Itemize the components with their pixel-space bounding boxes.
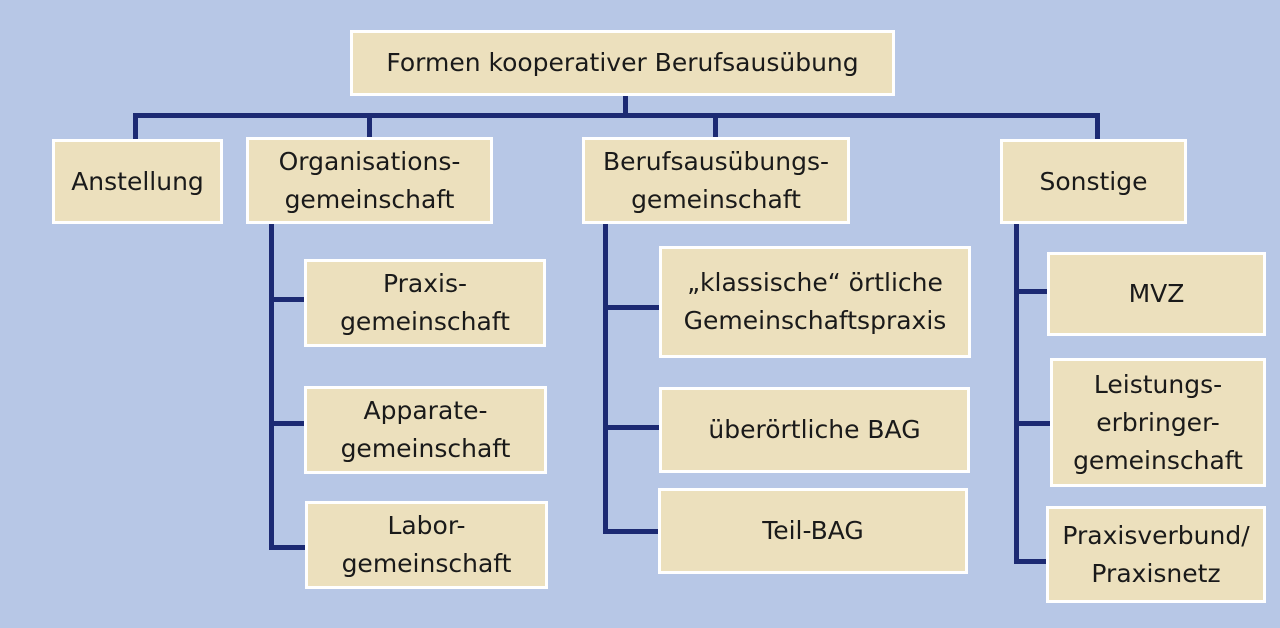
leaf-label-praxisverbund: Praxisverbund/ Praxisnetz	[1062, 520, 1250, 588]
leaf-label-laborgemeinschaft: Labor- gemeinschaft	[341, 511, 512, 578]
connector-drop-sonstige	[1095, 113, 1100, 141]
connector-root-stem	[623, 92, 628, 116]
connector-spine-organisation	[269, 222, 274, 550]
leaf-box-apparategemeinschaft: Apparate- gemeinschaft	[304, 386, 547, 474]
root-box: Formen kooperativer Berufsausübung	[350, 30, 895, 96]
connector-branch-apparategemeinschaft	[269, 421, 308, 426]
connector-drop-berufsausuebung	[713, 113, 718, 140]
leaf-label-teil-bag: Teil-BAG	[762, 516, 864, 545]
connector-top-bar	[133, 113, 1100, 118]
connector-drop-anstellung	[133, 113, 138, 141]
root-label: Formen kooperativer Berufsausübung	[386, 48, 859, 77]
connector-branch-mvz	[1014, 289, 1051, 294]
connector-spine-berufsausuebung	[603, 222, 608, 534]
connector-spine-sonstige	[1014, 222, 1019, 564]
leaf-box-leistungserbringergemeinschaft: Leistungs- erbringer- gemeinschaft	[1050, 358, 1266, 487]
category-box-anstellung: Anstellung	[52, 139, 223, 224]
category-box-organisationsgemeinschaft: Organisations- gemeinschaft	[246, 137, 493, 224]
leaf-label-mvz: MVZ	[1128, 279, 1185, 308]
connector-branch-laborgemeinschaft	[269, 545, 309, 550]
category-label-organisationsgemeinschaft: Organisations- gemeinschaft	[278, 146, 461, 214]
category-box-berufsausuebungsgemeinschaft: Berufsausübungs- gemeinschaft	[582, 137, 850, 224]
leaf-label-apparategemeinschaft: Apparate- gemeinschaft	[340, 396, 511, 463]
connector-branch-teil-bag	[603, 529, 662, 534]
connector-branch-leistungserbringer	[1014, 421, 1054, 426]
leaf-box-praxisgemeinschaft: Praxis- gemeinschaft	[304, 259, 546, 347]
connector-branch-praxisgemeinschaft	[269, 297, 308, 302]
connector-branch-gemeinschaftspraxis	[603, 305, 662, 310]
leaf-label-praxisgemeinschaft: Praxis- gemeinschaft	[340, 269, 510, 336]
category-label-berufsausuebungsgemeinschaft: Berufsausübungs- gemeinschaft	[603, 146, 829, 214]
connector-branch-ueberoertliche-bag	[603, 425, 662, 430]
leaf-box-ueberoertliche-bag: überörtliche BAG	[659, 387, 970, 473]
leaf-box-gemeinschaftspraxis: „klassische“ örtliche Gemeinschaftspraxi…	[659, 246, 971, 358]
category-label-anstellung: Anstellung	[71, 166, 204, 196]
leaf-box-teil-bag: Teil-BAG	[658, 488, 968, 574]
category-label-sonstige: Sonstige	[1039, 166, 1148, 196]
category-box-sonstige: Sonstige	[1000, 139, 1187, 224]
leaf-label-leistungserbringergemeinschaft: Leistungs- erbringer- gemeinschaft	[1073, 369, 1243, 475]
leaf-label-ueberoertliche-bag: überörtliche BAG	[708, 415, 921, 444]
leaf-box-mvz: MVZ	[1047, 252, 1266, 336]
leaf-box-laborgemeinschaft: Labor- gemeinschaft	[305, 501, 548, 589]
leaf-box-praxisverbund: Praxisverbund/ Praxisnetz	[1046, 506, 1266, 603]
connector-branch-praxisverbund	[1014, 559, 1054, 564]
leaf-label-gemeinschaftspraxis: „klassische“ örtliche Gemeinschaftspraxi…	[683, 268, 947, 335]
connector-drop-organisation	[367, 113, 372, 140]
